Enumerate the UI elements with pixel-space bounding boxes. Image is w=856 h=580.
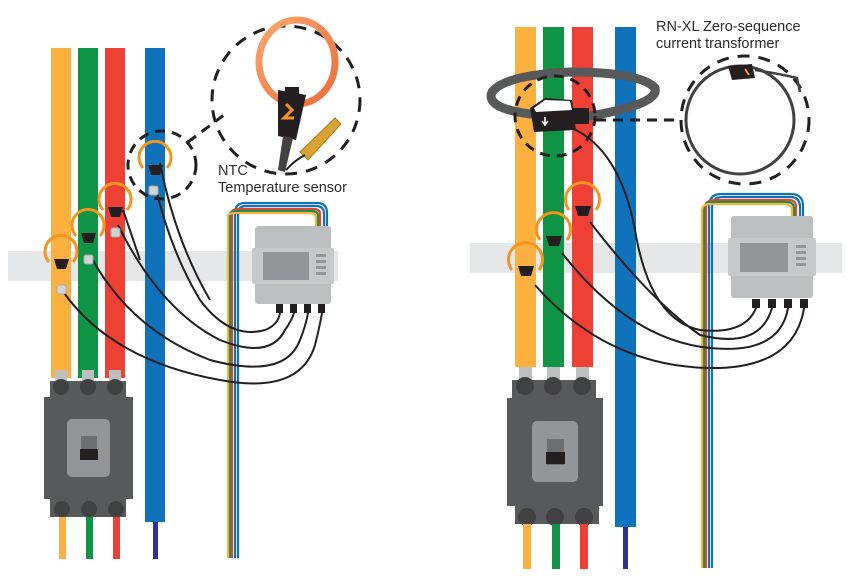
rogowski-coil-l3 [564,181,601,216]
busbar-l3 [572,27,593,367]
power-meter [252,226,334,313]
meter-screen [263,252,309,280]
left-panel [8,16,362,559]
rogowski-coil-l3 [97,181,133,238]
rn36-rogowski-sensor-image [255,16,342,172]
ntc-callout-line1: NTC [218,163,248,179]
outgoing-l2 [552,524,560,569]
outgoing-l3 [113,517,120,559]
zero-sequence-callout-label: RN-XL Zero-sequence current transformer [656,19,801,53]
neutral-lead [153,522,158,559]
zero-sequence-ct [486,67,660,132]
rogowski-coil-l1 [43,233,79,295]
meter-supply-cable [226,201,329,558]
ntc-sensor-l2 [83,254,94,265]
circuit-breaker [44,370,133,517]
busbar-neutral [615,27,636,527]
meter-screen [740,243,788,272]
ntc-callout-line2: Temperature sensor [218,180,347,196]
callout-connector [187,110,229,144]
rogowski-coil-neutral [137,139,173,196]
callout-large-circle [210,24,362,176]
callout-small-circle [513,74,597,158]
rn-xl-ct-image [684,64,802,176]
rogowski-coils [43,139,173,295]
callout-small-circle [126,129,198,201]
outgoing-l2 [86,517,93,559]
neutral-lead [623,527,628,569]
ntc-sensor-l3 [110,227,121,238]
right-panel [470,27,842,569]
power-meter [728,216,816,308]
callout-large-circle [679,54,811,186]
ntc-sensor-neutral [148,185,159,196]
zero-sequence-callout-line1: RN-XL Zero-sequence [656,19,801,35]
rogowski-coils [507,181,601,276]
busbar-l1 [51,48,71,378]
ntc-callout-label: NTC Temperature sensor [218,163,347,197]
busbar-l2 [78,48,98,378]
rogowski-coil-l1 [507,241,544,276]
ntc-sensor-l1 [56,284,67,295]
sensor-cables [534,127,805,370]
sensor-cables [61,162,323,385]
meter-supply-cable [700,192,805,568]
zero-sequence-callout-line2: current transformer [656,36,780,52]
rogowski-coil-l2 [535,211,572,246]
outgoing-l3 [580,524,588,569]
outgoing-l1 [59,517,66,559]
circuit-breaker [507,367,603,526]
outgoing-l1 [523,524,531,569]
rogowski-coil-l2 [70,207,106,265]
